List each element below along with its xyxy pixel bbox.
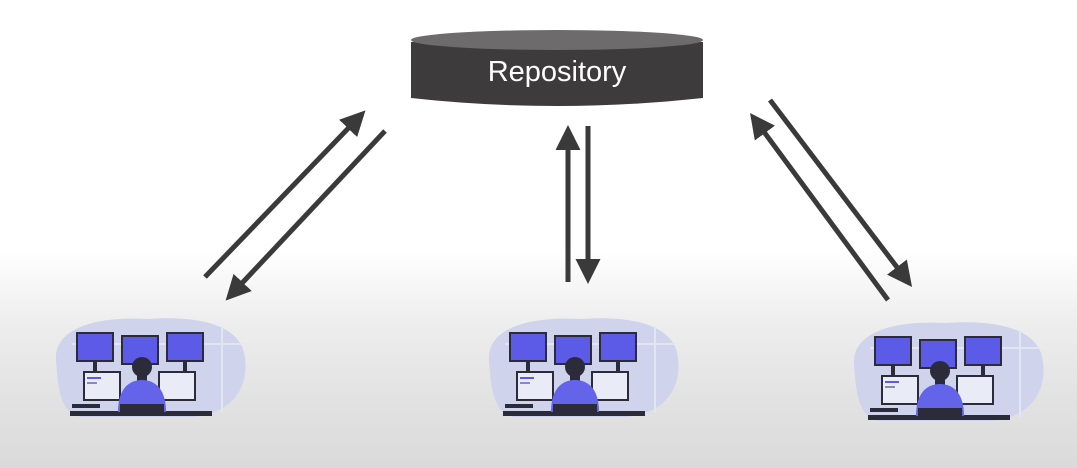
- center-workstation: [487, 317, 680, 418]
- left-arrow-pair: [203, 110, 387, 301]
- left-workstation: [54, 317, 247, 418]
- arrow-right-to-repo: [750, 112, 891, 302]
- repository-body: [411, 42, 703, 106]
- arrow-left-to-repo: [203, 110, 366, 279]
- right-arrow-pair: [750, 98, 913, 302]
- right-workstation: [852, 321, 1045, 422]
- center-arrow-pair: [555, 125, 601, 284]
- arrow-repo-to-left: [225, 129, 387, 301]
- repository-top: [411, 30, 703, 50]
- repository-label: Repository: [487, 56, 627, 88]
- repository-cylinder: [411, 30, 703, 106]
- arrow-repo-to-right: [768, 98, 913, 287]
